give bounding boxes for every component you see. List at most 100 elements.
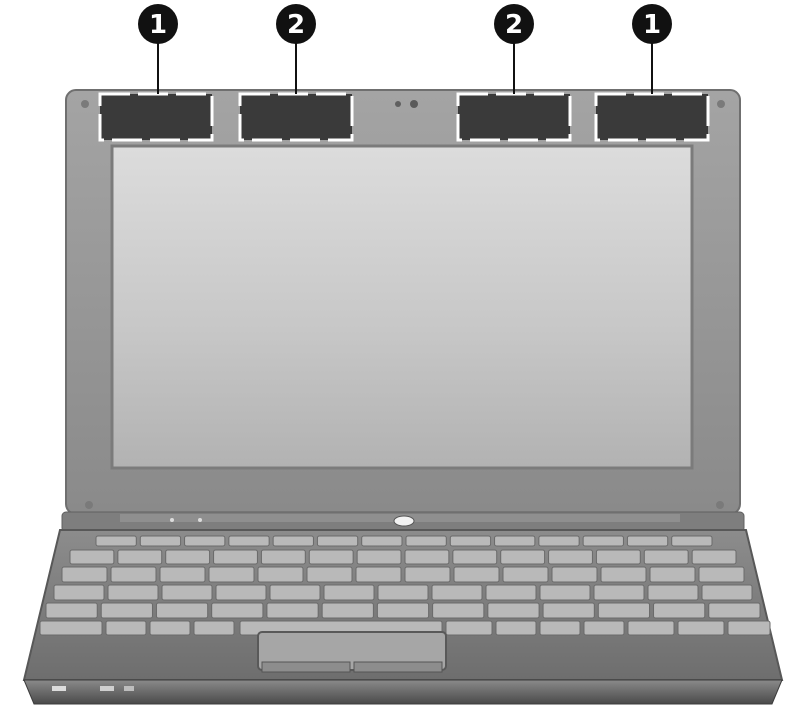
keyboard-key[interactable] [650,567,695,582]
keyboard-key[interactable] [214,550,258,564]
keyboard-key[interactable] [433,603,484,618]
keyboard-key[interactable] [648,585,698,600]
keyboard-key[interactable] [185,536,225,546]
keyboard-key[interactable] [194,621,234,635]
keyboard-key[interactable] [307,567,352,582]
keyboard-key[interactable] [40,621,102,635]
keyboard-key[interactable] [644,550,688,564]
wwan-antenna-right-area [458,94,570,140]
keyboard-key[interactable] [540,621,580,635]
keyboard-key[interactable] [378,585,428,600]
display-screen [112,146,692,468]
keyboard-key[interactable] [432,585,482,600]
keyboard-key[interactable] [692,550,736,564]
keyboard-key[interactable] [598,603,649,618]
wlan-antenna-left-area [100,94,212,140]
keyboard-key[interactable] [702,585,752,600]
keyboard-key[interactable] [96,536,136,546]
keyboard-key[interactable] [150,621,190,635]
keyboard-key[interactable] [54,585,104,600]
keyboard-key[interactable] [672,536,712,546]
keyboard-key[interactable] [212,603,263,618]
keyboard-key[interactable] [495,536,535,546]
keyboard-key[interactable] [501,550,545,564]
keyboard-key[interactable] [324,585,374,600]
keyboard-key[interactable] [309,550,353,564]
keyboard-key[interactable] [357,550,401,564]
wlan-antenna-right-area [596,94,708,140]
keyboard-key[interactable] [229,536,269,546]
touchpad-right-button[interactable] [354,662,442,672]
callout-number: 1 [149,10,167,40]
keyboard-key[interactable] [503,567,548,582]
keyboard-key[interactable] [160,567,205,582]
keyboard-key[interactable] [216,585,266,600]
keyboard-key[interactable] [543,603,594,618]
keyboard-key[interactable] [584,621,624,635]
keyboard-key[interactable] [101,603,152,618]
keyboard-key[interactable] [453,550,497,564]
keyboard-key[interactable] [111,567,156,582]
keyboard-key[interactable] [46,603,97,618]
keyboard-key[interactable] [406,536,446,546]
touchpad-left-button[interactable] [262,662,350,672]
keyboard-key[interactable] [377,603,428,618]
keyboard-key[interactable] [486,585,536,600]
keyboard-key[interactable] [699,567,744,582]
keyboard-key[interactable] [162,585,212,600]
keyboard-key[interactable] [540,585,590,600]
keyboard-key[interactable] [118,550,162,564]
keyboard-key[interactable] [70,550,114,564]
keyboard-key[interactable] [709,603,760,618]
callout-3: 2 [494,4,534,94]
callout-1: 1 [138,4,178,94]
keyboard-key[interactable] [488,603,539,618]
keyboard-key[interactable] [317,536,357,546]
keyboard-key[interactable] [594,585,644,600]
callout-2: 2 [276,4,316,94]
keyboard-key[interactable] [496,621,536,635]
keyboard-key[interactable] [362,536,402,546]
keyboard-key[interactable] [454,567,499,582]
keyboard-key[interactable] [627,536,667,546]
keyboard-key[interactable] [106,621,146,635]
callout-number: 2 [287,10,305,40]
keyboard-key[interactable] [322,603,373,618]
keyboard-key[interactable] [273,536,313,546]
keyboard-key[interactable] [628,621,674,635]
keyboard-key[interactable] [258,567,303,582]
keyboard-key[interactable] [450,536,490,546]
keyboard-key[interactable] [446,621,492,635]
callout-layer: 1 2 2 1 [138,4,672,94]
keyboard-key[interactable] [267,603,318,618]
keyboard-key[interactable] [405,567,450,582]
keyboard-key[interactable] [261,550,305,564]
keyboard-key[interactable] [62,567,107,582]
keyboard-key[interactable] [270,585,320,600]
touchpad[interactable] [258,632,446,672]
keyboard-key[interactable] [156,603,207,618]
callout-number: 2 [505,10,523,40]
keyboard-key[interactable] [166,550,210,564]
keyboard-key[interactable] [728,621,770,635]
keyboard-key[interactable] [601,567,646,582]
keyboard-key[interactable] [549,550,593,564]
keyboard-key[interactable] [583,536,623,546]
callout-number: 1 [643,10,661,40]
keyboard-key[interactable] [552,567,597,582]
keyboard-key[interactable] [678,621,724,635]
power-button[interactable] [394,516,414,526]
keyboard-key[interactable] [356,567,401,582]
display-lid [66,90,740,514]
keyboard-key[interactable] [209,567,254,582]
front-edge [24,680,782,704]
keyboard-key[interactable] [596,550,640,564]
keyboard-key[interactable] [140,536,180,546]
keyboard-key[interactable] [108,585,158,600]
keyboard-key[interactable] [539,536,579,546]
keyboard-deck [24,530,782,680]
wwan-antenna-left-area [240,94,352,140]
keyboard-key[interactable] [405,550,449,564]
keyboard-key[interactable] [654,603,705,618]
